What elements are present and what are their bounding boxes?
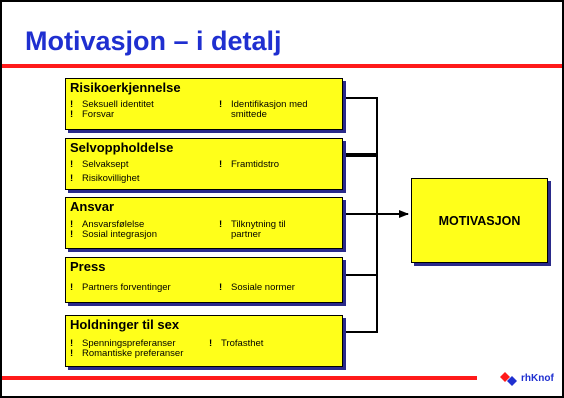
box-risikoerkjennelse: Risikoerkjennelse !Seksuell identitet !F… xyxy=(65,78,343,130)
slide-title: Motivasjon – i detalj xyxy=(25,26,282,56)
box-holdninger-til-sex: Holdninger til sex !Spenningspreferanser… xyxy=(65,315,343,367)
top-divider xyxy=(2,64,562,68)
list-item: !Ansvarsfølelse xyxy=(70,219,145,230)
list-item: !Trofasthet xyxy=(209,338,264,349)
list-item: !Selvaksept xyxy=(70,159,129,170)
list-item: !Framtidstro xyxy=(219,159,280,170)
box-title: Holdninger til sex xyxy=(70,317,180,332)
bottom-divider xyxy=(2,376,477,380)
list-item: !Partners forventinger xyxy=(70,282,171,293)
list-item: !Seksuell identitet xyxy=(70,99,154,110)
box-press: Press !Partners forventinger !Sosiale no… xyxy=(65,257,343,303)
logo-text: rhKnof xyxy=(521,373,554,384)
rhknof-logo-icon xyxy=(500,372,517,386)
box-selvoppholdelse: Selvoppholdelse !Selvaksept !Risikovilli… xyxy=(65,138,343,190)
box-title: Selvoppholdelse xyxy=(70,140,174,155)
box-title: Risikoerkjennelse xyxy=(70,80,181,95)
list-item: !Romantiske preferanser xyxy=(70,348,184,359)
list-item: !Risikovillighet xyxy=(70,173,140,184)
list-item: !Identifikasjon med smittede xyxy=(219,99,308,120)
box-ansvar: Ansvar !Ansvarsfølelse !Sosial integrasj… xyxy=(65,197,343,249)
list-item: !Forsvar xyxy=(70,109,115,120)
list-item: !Tilknytning til partner xyxy=(219,219,286,240)
box-title: Press xyxy=(70,259,106,274)
box-title: Ansvar xyxy=(70,199,115,214)
list-item: !Sosial integrasjon xyxy=(70,229,157,240)
list-item: !Sosiale normer xyxy=(219,282,295,293)
motivasjon-box: MOTIVASJON xyxy=(411,178,548,263)
list-item: !Spenningspreferanser xyxy=(70,338,176,349)
